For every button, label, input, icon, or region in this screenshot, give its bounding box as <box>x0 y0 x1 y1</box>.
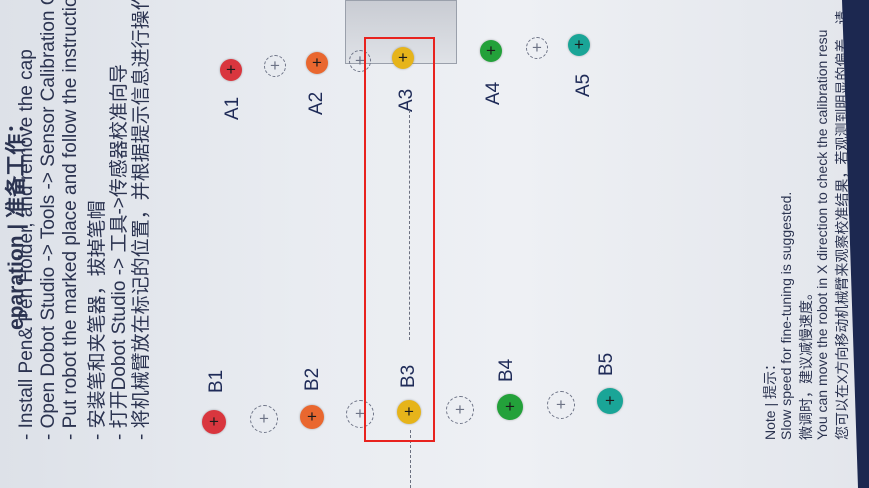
marker-a3: + <box>392 47 414 69</box>
marker-b1: + <box>202 410 226 434</box>
prep-line-2: - Open Dobot Studio -> Tools -> Sensor C… <box>38 0 59 440</box>
note-line-2: Slow speed for fine-tuning is suggested. <box>778 191 794 440</box>
prep-line-1: - Install Pen& Pen Holder, and remove th… <box>16 49 37 440</box>
cross-symbol: + <box>355 404 365 423</box>
marker-a2: + <box>306 52 328 74</box>
note-line-4: You can move the robot in X direction to… <box>814 29 830 440</box>
marker-b4: + <box>497 394 523 420</box>
label-b2: B2 <box>302 367 323 391</box>
crosshair-a2-a3: + <box>349 50 371 72</box>
cross-symbol: + <box>532 38 542 57</box>
cross-symbol: + <box>226 60 236 79</box>
crosshair-a4-a5: + <box>526 37 548 59</box>
note-line-5: 您可以在X方向移动机械臂来观察校准结果，若观测到明显的偏差，请 <box>834 10 850 440</box>
crosshair-b3-b4: + <box>446 396 474 424</box>
prep-line-6: - 将机械臂放在标记的位置，并根据提示信息进行操作来完成 <box>131 0 152 440</box>
cross-symbol: + <box>605 391 615 410</box>
marker-b5: + <box>597 388 623 414</box>
cross-symbol: + <box>404 402 414 421</box>
cross-symbol: + <box>355 51 365 70</box>
label-a5: A5 <box>573 73 594 97</box>
label-a4: A4 <box>483 81 504 105</box>
label-a1: A1 <box>222 96 243 120</box>
guide-line-a3-b3 <box>409 110 410 340</box>
cross-symbol: + <box>398 48 408 67</box>
cross-symbol: + <box>270 56 280 75</box>
prep-line-3: - Put robot the marked place and follow … <box>60 0 81 440</box>
cross-symbol: + <box>455 400 465 419</box>
cross-symbol: + <box>209 412 219 431</box>
marker-a5: + <box>568 34 590 56</box>
marker-b3: + <box>397 400 421 424</box>
marker-b2: + <box>300 405 324 429</box>
label-b5: B5 <box>596 352 617 376</box>
label-b4: B4 <box>496 358 517 382</box>
guide-line-b3-edge <box>410 430 411 488</box>
note-line-3: 微调时，建议减慢速度。 <box>798 286 814 440</box>
cross-symbol: + <box>307 407 317 426</box>
cross-symbol: + <box>574 35 584 54</box>
crosshair-b2-b3: + <box>346 400 374 428</box>
cross-symbol: + <box>312 53 322 72</box>
cross-symbol: + <box>259 409 269 428</box>
cross-symbol: + <box>486 41 496 60</box>
label-b1: B1 <box>206 369 227 393</box>
crosshair-b4-b5: + <box>547 391 575 419</box>
cross-symbol: + <box>505 397 515 416</box>
note-line-1: Note | 提示： <box>762 357 778 440</box>
marker-a1: + <box>220 59 242 81</box>
crosshair-b1-b2: + <box>250 405 278 433</box>
highlight-box <box>364 37 435 442</box>
label-a2: A2 <box>306 91 327 115</box>
crosshair-a1-a2: + <box>264 55 286 77</box>
cross-symbol: + <box>556 395 566 414</box>
marker-a4: + <box>480 40 502 62</box>
